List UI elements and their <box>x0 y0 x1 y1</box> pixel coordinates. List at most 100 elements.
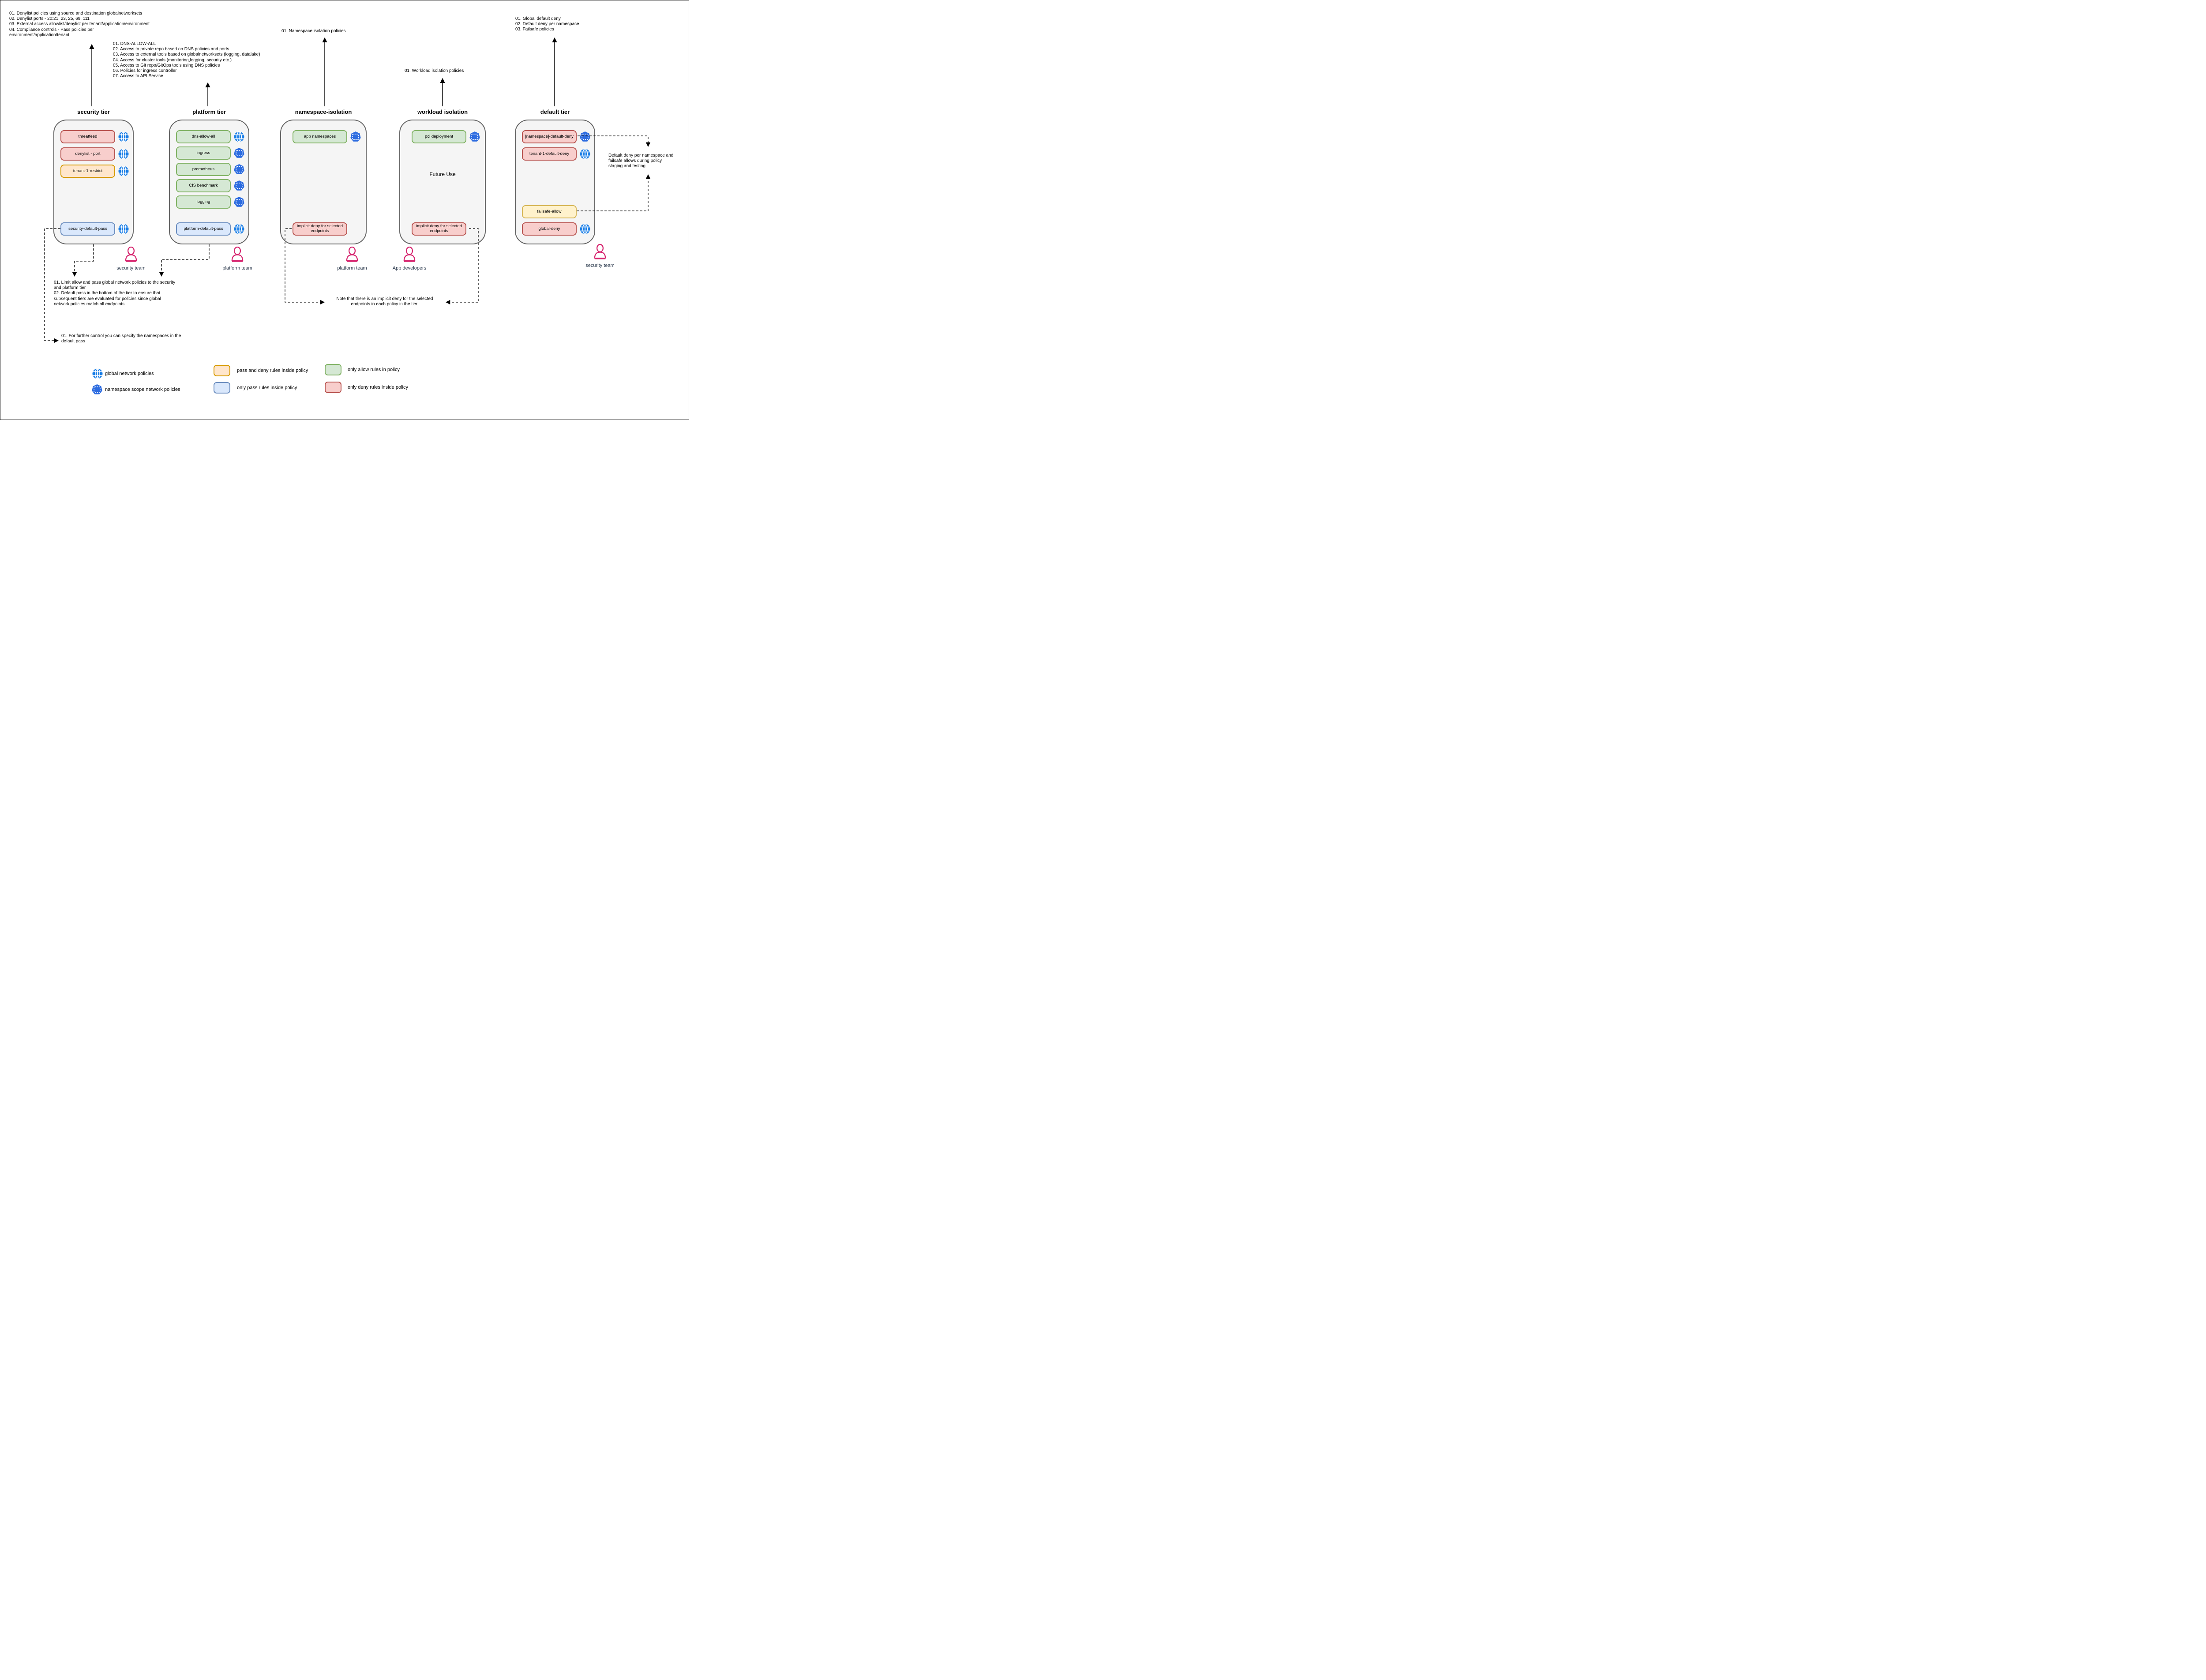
policy-row: prometheus <box>176 163 245 176</box>
policy-row: denylist - port <box>60 147 129 161</box>
person-icon <box>345 246 359 264</box>
future-use-label: Future Use <box>429 171 456 177</box>
platform-tier-notes: 01. DNS-ALLOW-ALL 02. Access to private … <box>113 41 260 79</box>
policy-global-deny: global-deny <box>522 222 577 236</box>
legend-swatch-orange <box>214 365 230 376</box>
globe-icon <box>118 165 129 177</box>
policy-row: [namespace]-default-deny <box>522 130 591 143</box>
legend-label-blue: only pass rules inside policy <box>237 385 297 390</box>
person-icon <box>402 246 416 264</box>
legend-swatch-red <box>325 382 341 393</box>
policy-platform-default-pass: platform-default-pass <box>176 222 231 236</box>
policy-logging: logging <box>176 195 231 209</box>
policy-pci-deployment: pci deployment <box>412 130 466 143</box>
namespace-icon <box>233 164 245 175</box>
policy-row: ingress <box>176 146 245 160</box>
person-icon <box>124 246 138 264</box>
tier-title: platform tier <box>192 109 226 115</box>
policy-implicit-deny-for-selected-endpoints: implicit deny for selected endpoints <box>412 222 466 236</box>
legend-label-red: only deny rules inside policy <box>348 385 408 390</box>
policy-row: pci deployment <box>412 130 480 143</box>
legend-swatch-blue <box>214 382 230 394</box>
implicit-deny-note: Note that there is an implicit deny for … <box>336 296 433 307</box>
person-platform-team: platform team <box>216 246 259 271</box>
diagram-page: 01. Denylist policies using source and d… <box>0 0 689 420</box>
globe-icon <box>118 148 129 160</box>
limit-allow-note: 01. Limit allow and pass global network … <box>54 280 176 307</box>
namespace-isolation-note: 01. Namespace isolation policies <box>281 29 346 34</box>
tier-title: default tier <box>540 109 570 115</box>
globe-icon <box>579 223 591 235</box>
legend-label-namespace: namespace scope network policies <box>105 387 180 392</box>
team-label: security team <box>585 263 615 268</box>
globe-icon <box>579 148 591 160</box>
team-label: App developers <box>392 266 427 271</box>
policy-namespace-default-deny: [namespace]-default-deny <box>522 130 577 143</box>
icon-placeholder <box>579 206 591 218</box>
policy-row: tenant-1-restrict <box>60 165 129 178</box>
icon-placeholder <box>469 223 480 235</box>
person-icon <box>230 246 244 264</box>
namespace-icon <box>469 131 480 142</box>
policy-row: security-default-pass <box>60 222 129 236</box>
namespace-icon <box>579 131 591 142</box>
person-icon <box>593 244 607 262</box>
person-security-team-2: security team <box>579 244 621 268</box>
policy-failsafe-allow: failsafe-allow <box>522 205 577 218</box>
workload-isolation-note: 01. Workload isolation policies <box>405 68 464 73</box>
policy-row: implicit deny for selected endpoints <box>293 222 361 236</box>
tier-security: security tier threatfeed denylist - port t… <box>53 109 134 244</box>
tier-namespace-isolation: namespace-isolation app namespaces impli… <box>280 109 367 244</box>
policy-row: tenant-1-default-deny <box>522 147 591 161</box>
default-deny-note: Default deny per namespace and failsafe … <box>608 153 674 169</box>
security-tier-notes: 01. Denylist policies using source and d… <box>9 11 150 38</box>
globe-icon <box>233 223 245 235</box>
policy-row: failsafe-allow <box>522 205 591 218</box>
legend-label-orange: pass and deny rules inside policy <box>237 368 308 373</box>
dashed-platform-to-limit-note <box>159 244 210 277</box>
globe-icon <box>92 368 103 379</box>
policy-cis-benchmark: CIS benchmark <box>176 179 231 192</box>
policy-tenant-1-default-deny: tenant-1-default-deny <box>522 147 577 161</box>
dashed-security-to-limit-note <box>72 244 94 277</box>
policy-row: app namespaces <box>293 130 361 143</box>
namespace-icon <box>233 180 245 191</box>
policy-row: CIS benchmark <box>176 179 245 192</box>
namespace-icon <box>233 147 245 159</box>
team-label: security team <box>116 266 146 271</box>
namespace-icon <box>233 196 245 208</box>
team-label: platform team <box>337 266 367 271</box>
tier-title: workload isolation <box>417 109 468 115</box>
policy-dns-allow-all: dns-allow-all <box>176 130 231 143</box>
person-security-team: security team <box>110 246 152 271</box>
policy-row: implicit deny for selected endpoints <box>412 222 480 236</box>
globe-icon <box>233 131 245 142</box>
icon-placeholder <box>350 223 361 235</box>
legend-swatch-green <box>325 364 341 375</box>
policy-implicit-deny-for-selected-endpoints: implicit deny for selected endpoints <box>293 222 347 236</box>
tier-platform: platform tier dns-allow-all ingress promet… <box>169 109 249 244</box>
policy-row: global-deny <box>522 222 591 236</box>
policy-security-default-pass: security-default-pass <box>60 222 115 236</box>
policy-row: platform-default-pass <box>176 222 245 236</box>
policy-tenant-1-restrict: tenant-1-restrict <box>60 165 115 178</box>
namespace-icon <box>350 131 361 142</box>
policy-app-namespaces: app namespaces <box>293 130 347 143</box>
legend-label-global: global network policies <box>105 371 154 376</box>
policy-row: threatfeed <box>60 130 129 143</box>
tier-title: namespace-isolation <box>295 109 352 115</box>
further-control-note: 01. For further control you can specify … <box>61 334 181 344</box>
globe-icon <box>118 131 129 142</box>
person-app-developers: App developers <box>388 246 431 271</box>
tier-default: default tier [namespace]-default-deny ten… <box>515 109 595 244</box>
globe-icon <box>118 223 129 235</box>
policy-threatfeed: threatfeed <box>60 130 115 143</box>
person-platform-team-2: platform team <box>331 246 373 271</box>
tier-workload-isolation: workload isolation pci deployment Future… <box>399 109 486 244</box>
tier-title: security tier <box>77 109 110 115</box>
policy-row: dns-allow-all <box>176 130 245 143</box>
default-tier-notes: 01. Global default deny 02. Default deny… <box>515 16 579 32</box>
legend-label-green: only allow rules in policy <box>348 367 400 372</box>
namespace-icon <box>91 384 103 395</box>
policy-ingress: ingress <box>176 146 231 160</box>
